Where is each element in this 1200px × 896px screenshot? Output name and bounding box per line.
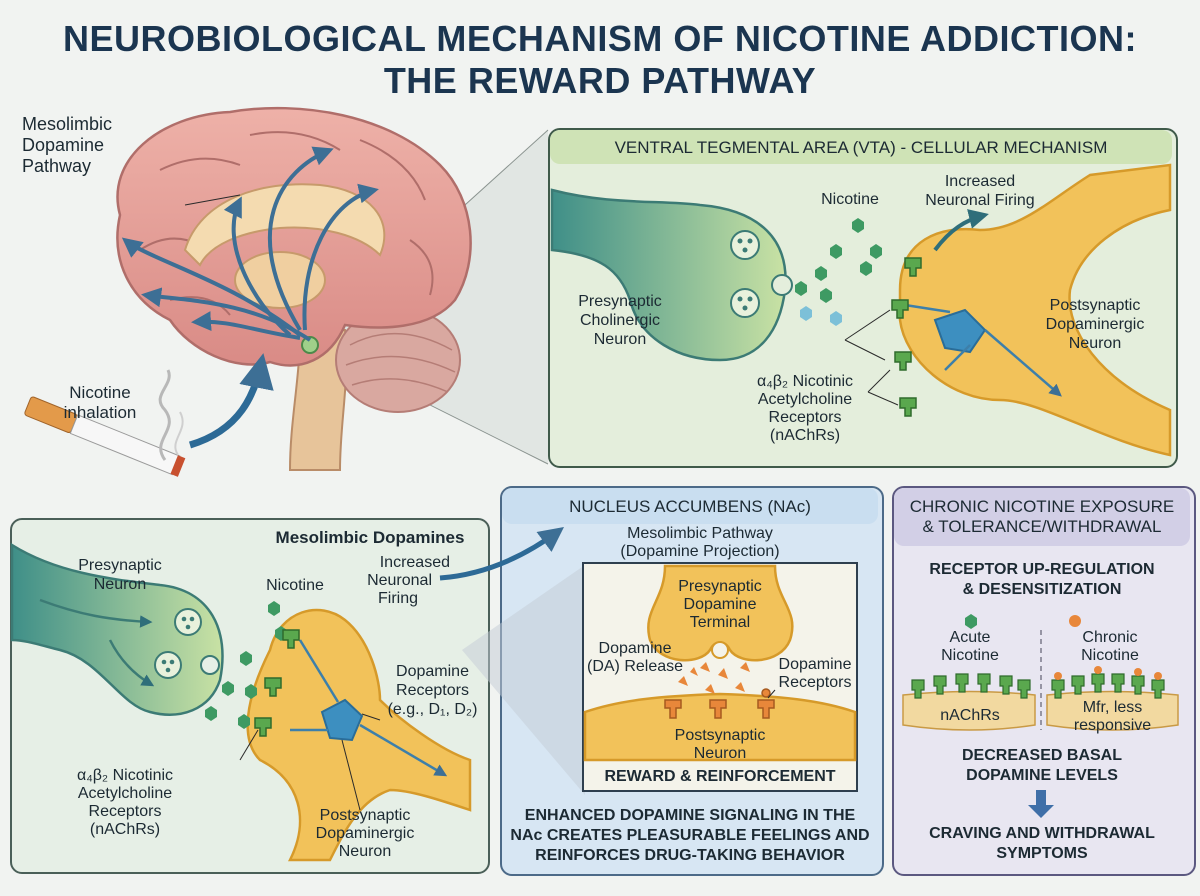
chronic-header-bar [894, 488, 1190, 546]
meso-nachr-4: (nAChRs) [89, 821, 161, 838]
chronic-label-1: Chronic [1082, 629, 1138, 646]
craving-1: CRAVING AND WITHDRAWAL [929, 825, 1155, 842]
nac-terminal-3: Terminal [689, 614, 751, 631]
pathway-label-leader [184, 194, 241, 206]
vta-postsynaptic-1: Postsynaptic [1049, 297, 1141, 314]
inhalation-label-1: Nicotine [69, 383, 131, 402]
nac-reward: REWARD & REINFORCEMENT [604, 768, 836, 785]
nac-presynaptic-terminal [647, 564, 794, 662]
chronic-subheader-1: RECEPTOR UP-REGULATION [929, 561, 1155, 578]
nac-release-2: (DA) Release [586, 658, 684, 675]
nac-summary-2: NAc CREATES PLEASURABLE FEELINGS AND [510, 827, 870, 844]
meso-nicotine-molecules [205, 601, 287, 729]
chronic-label-2: Nicotine [1081, 647, 1139, 664]
vta-receptors-3: Receptors [768, 409, 842, 426]
nac-postsynaptic-2: Neuron [693, 745, 747, 762]
pathway-label-1: Mesolimbic [22, 114, 113, 134]
vta-receptors-4: (nAChRs) [769, 427, 841, 444]
nac-header-bar [502, 488, 878, 524]
meso-da-receptors-1: Dopamine [396, 663, 469, 680]
page-title-line-1: NEUROBIOLOGICAL MECHANISM OF NICOTINE AD… [63, 18, 1137, 59]
vta-firing-1: Increased [944, 173, 1016, 190]
nac-postsynaptic-neuron [583, 692, 857, 762]
nac-header: NUCLEUS ACCUMBENS (NAc) [569, 497, 811, 516]
vta-nicotine-label: Nicotine [821, 191, 879, 208]
vta-presynaptic-2: Cholinergic [579, 312, 661, 329]
acute-label-1: Acute [949, 629, 991, 646]
page-title-line-2: THE REWARD PATHWAY [383, 60, 817, 101]
meso-presynaptic-1: Presynaptic [78, 557, 162, 574]
vta-header-bar [550, 130, 1172, 164]
chronic-nicotine-icon [1069, 615, 1081, 627]
cigarette-icon [24, 369, 186, 477]
meso-firing-1: Increased [379, 554, 450, 571]
inhalation-arrow [188, 353, 274, 449]
vta-receptors-1: α₄β₂ Nicotinic [756, 373, 854, 390]
vta-receptors-2: Acetylcholine [757, 391, 853, 408]
chronic-header-2: & TOLERANCE/WITHDRAWAL [922, 517, 1162, 536]
decreased-2: DOPAMINE LEVELS [966, 767, 1118, 784]
pathway-label-2: Dopamine [22, 135, 105, 155]
vta-highlight [301, 336, 319, 354]
nac-pathway-1: Mesolimbic Pathway [627, 525, 773, 542]
vta-presynaptic-3: Neuron [593, 331, 647, 348]
down-arrow-icon [1028, 790, 1054, 818]
meso-postsynaptic-3: Neuron [338, 843, 392, 860]
meso-postsynaptic-2: Dopaminergic [315, 825, 415, 842]
meso-nachr-receptors [254, 629, 300, 737]
inhalation-label-2: inhalation [63, 403, 137, 422]
chronic-membrane [1046, 666, 1179, 731]
chronic-caption-1: Mfr, less [1082, 699, 1143, 716]
vta-postsynaptic-neuron [898, 163, 1172, 457]
chronic-subheader-2: & DESENSITIZATION [962, 581, 1122, 598]
vta-firing-2: Neuronal Firing [925, 192, 1035, 209]
vta-presynaptic-neuron [550, 188, 793, 362]
meso-presynaptic-neuron [10, 542, 224, 716]
brain-illustration [116, 106, 472, 471]
nac-summary-3: REINFORCES DRUG-TAKING BEHAVIOR [535, 847, 845, 864]
meso-nachr-2: Acetylcholine [77, 785, 173, 802]
vta-postsynaptic-3: Neuron [1068, 335, 1122, 352]
nac-terminal-1: Presynaptic [678, 578, 762, 595]
meso-header: Mesolimbic Dopamines [275, 528, 465, 547]
pathway-label-3: Pathway [22, 156, 92, 176]
craving-2: SYMPTOMS [996, 845, 1088, 862]
nac-receptors-2: Receptors [778, 674, 852, 691]
nac-dopamine-receptors [664, 688, 775, 719]
vta-postsynaptic-2: Dopaminergic [1045, 316, 1145, 333]
meso-nicotine-label: Nicotine [266, 577, 324, 594]
acute-label-2: Nicotine [941, 647, 999, 664]
nac-dopamine-molecules [678, 662, 750, 694]
meso-postsynaptic-neuron [246, 608, 472, 862]
chronic-header-1: CHRONIC NICOTINE EXPOSURE [909, 497, 1175, 516]
nac-summary-1: ENHANCED DOPAMINE SIGNALING IN THE [524, 807, 856, 824]
nac-terminal-2: Dopamine [683, 596, 757, 613]
meso-nachr-3: Receptors [88, 803, 162, 820]
nac-zoom-connector [462, 565, 585, 795]
nac-release-1: Dopamine [598, 640, 672, 657]
meso-da-receptors-2: Receptors [396, 682, 469, 699]
vta-presynaptic-1: Presynaptic [578, 293, 662, 310]
meso-firing-2: Neuronal [367, 572, 432, 589]
meso-firing-3: Firing [377, 590, 418, 607]
vta-nicotine-molecules [795, 218, 882, 326]
nac-receptors-1: Dopamine [778, 656, 852, 673]
meso-postsynaptic-1: Postsynaptic [319, 807, 411, 824]
meso-da-receptors-3: (e.g., D₁, D₂) [387, 701, 478, 718]
chronic-caption-2: responsive [1073, 717, 1152, 734]
acute-membrane [902, 673, 1036, 731]
nac-pathway-2: (Dopamine Projection) [620, 543, 780, 560]
decreased-1: DECREASED BASAL [961, 747, 1122, 764]
acute-caption: nAChRs [940, 707, 1000, 724]
vta-header: VENTRAL TEGMENTAL AREA (VTA) - CELLULAR … [614, 138, 1108, 157]
nac-postsynaptic-1: Postsynaptic [674, 727, 766, 744]
meso-nachr-1: α₄β₂ Nicotinic [76, 767, 174, 784]
acute-nicotine-icon [965, 614, 977, 629]
vta-receptor-leaders [844, 309, 899, 406]
meso-presynaptic-2: Neuron [93, 576, 147, 593]
meso-to-nac-arrow [439, 527, 565, 581]
vta-nachr-receptors [891, 257, 922, 417]
